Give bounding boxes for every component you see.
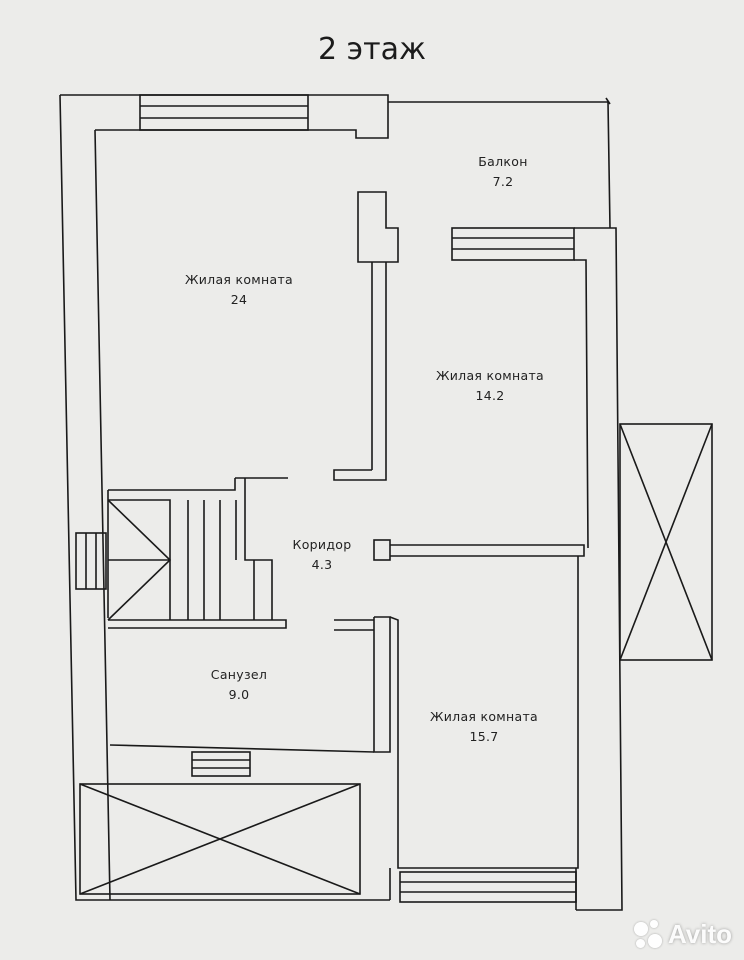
room-area: 24 — [230, 292, 248, 307]
avito-logo-icon — [632, 919, 662, 950]
room-label-living-24: Жилая комната 24 — [185, 270, 293, 310]
window-left-stairs — [75, 532, 107, 590]
bay-window-right — [619, 423, 713, 661]
room-label-living-14: Жилая комната 14.2 — [436, 366, 544, 406]
room-label-balcony: Балкон 7.2 — [478, 152, 527, 192]
wall-corridor-right — [334, 616, 391, 753]
room-area: 14.2 — [475, 388, 505, 403]
outer-wall-right — [574, 227, 623, 911]
outer-wall-left — [59, 94, 390, 901]
room-name: Жилая комната — [435, 368, 545, 383]
room-area: 15.7 — [469, 729, 499, 744]
wall-column — [357, 191, 399, 263]
room-area: 7.2 — [492, 174, 514, 189]
room-name: Балкон — [478, 154, 528, 169]
avito-watermark: Avito — [632, 919, 732, 950]
wall-bathroom-bottom — [109, 744, 375, 753]
room-area: 4.3 — [311, 557, 333, 572]
window-bottom — [399, 871, 577, 903]
room-name: Жилая комната — [429, 709, 539, 724]
post-corridor — [373, 539, 391, 561]
room-name: Жилая комната — [184, 272, 294, 287]
outer-wall-bottom-right — [389, 868, 577, 910]
window-top — [139, 94, 309, 131]
room-name: Коридор — [292, 537, 352, 552]
room-label-living-15: Жилая комната 15.7 — [430, 707, 538, 747]
bay-lower-left — [79, 783, 361, 895]
room-area: 9.0 — [228, 687, 250, 702]
wall-partition-horizontal — [390, 544, 585, 557]
staircase — [107, 478, 287, 629]
window-bathroom — [191, 751, 251, 777]
watermark-text: Avito — [667, 919, 732, 949]
room-name: Санузел — [210, 667, 268, 682]
top-wall — [95, 94, 389, 139]
room-label-corridor: Коридор 4.3 — [293, 535, 352, 575]
room-label-bathroom: Санузел 9.0 — [211, 665, 267, 705]
wall-stub-corridor — [108, 477, 288, 491]
wall-partition-vertical — [333, 262, 387, 481]
balcony-outline — [388, 97, 611, 229]
floor-title: 2 этаж — [318, 32, 426, 67]
window-balcony — [451, 227, 575, 261]
